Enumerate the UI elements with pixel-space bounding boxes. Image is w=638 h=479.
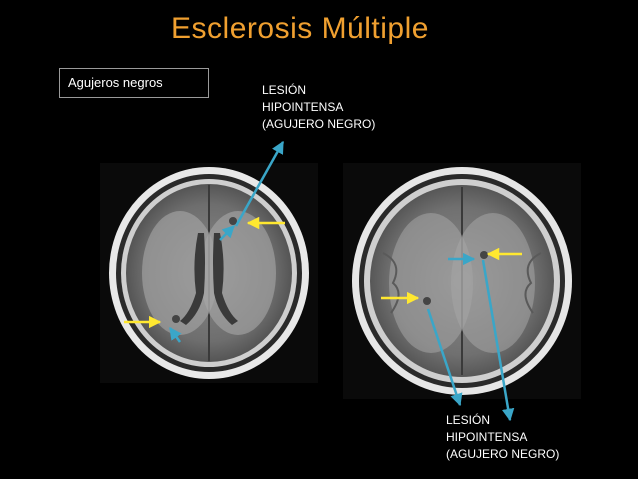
lesion-label-line: (AGUJERO NEGRO) bbox=[446, 447, 560, 461]
cyan-arrow-icon bbox=[426, 308, 463, 407]
lesion-label-top: LESIÓN HIPOINTENSA (AGUJERO NEGRO) bbox=[262, 82, 375, 133]
lesion-label-line: LESIÓN bbox=[446, 413, 491, 427]
cyan-arrow-icon bbox=[219, 225, 235, 241]
slide-title: Esclerosis Múltiple bbox=[171, 12, 429, 45]
lesion-label-line: (AGUJERO NEGRO) bbox=[262, 117, 376, 131]
cyan-arrow-icon bbox=[168, 326, 182, 343]
lesion-label-line: LESIÓN bbox=[262, 83, 307, 97]
section-tag: Agujeros negros bbox=[59, 68, 209, 98]
mri-scan-right bbox=[343, 163, 581, 399]
lesion-label-line: HIPOINTENSA bbox=[262, 100, 344, 114]
cyan-arrow-icon bbox=[234, 140, 285, 227]
cyan-arrow-icon bbox=[481, 259, 515, 422]
lesion-label-line: HIPOINTENSA bbox=[446, 430, 528, 444]
lesion-label-bottom: LESIÓN HIPOINTENSA (AGUJERO NEGRO) bbox=[446, 412, 559, 463]
